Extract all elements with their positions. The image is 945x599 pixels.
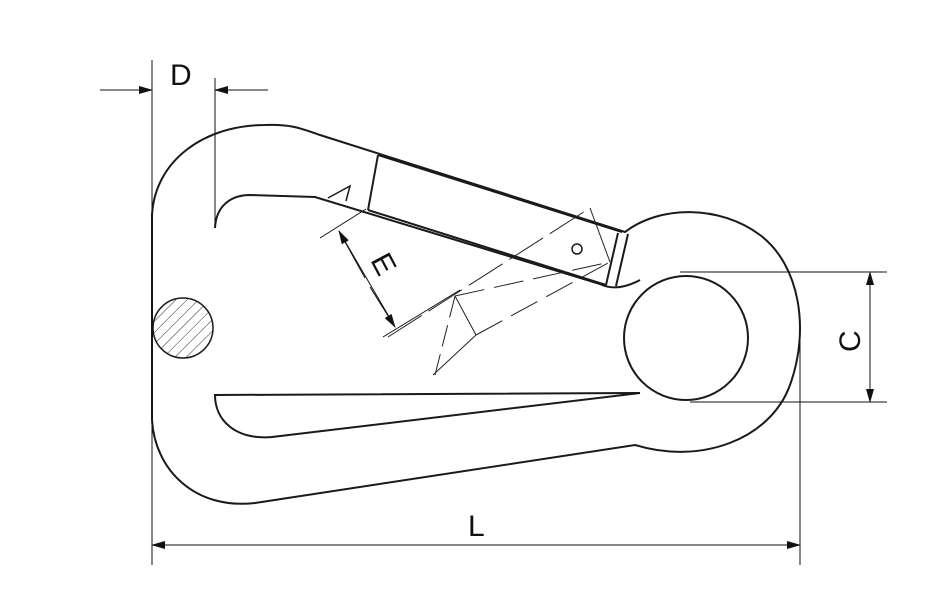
inner-contour <box>213 193 641 439</box>
dimension-label-e: E <box>364 248 403 281</box>
gate <box>327 154 629 287</box>
dimension-label-c: C <box>834 330 867 352</box>
outer-contour <box>151 123 801 505</box>
notch <box>327 184 352 202</box>
eye-hole <box>623 275 749 401</box>
dimension-label-d: D <box>170 59 192 92</box>
gate-pin-icon <box>571 243 583 255</box>
dimension-label-l: L <box>468 510 485 543</box>
hook-body <box>151 123 801 505</box>
cross-section <box>152 297 214 359</box>
open-gate-phantom <box>387 207 611 376</box>
dimension-lines <box>100 60 887 565</box>
